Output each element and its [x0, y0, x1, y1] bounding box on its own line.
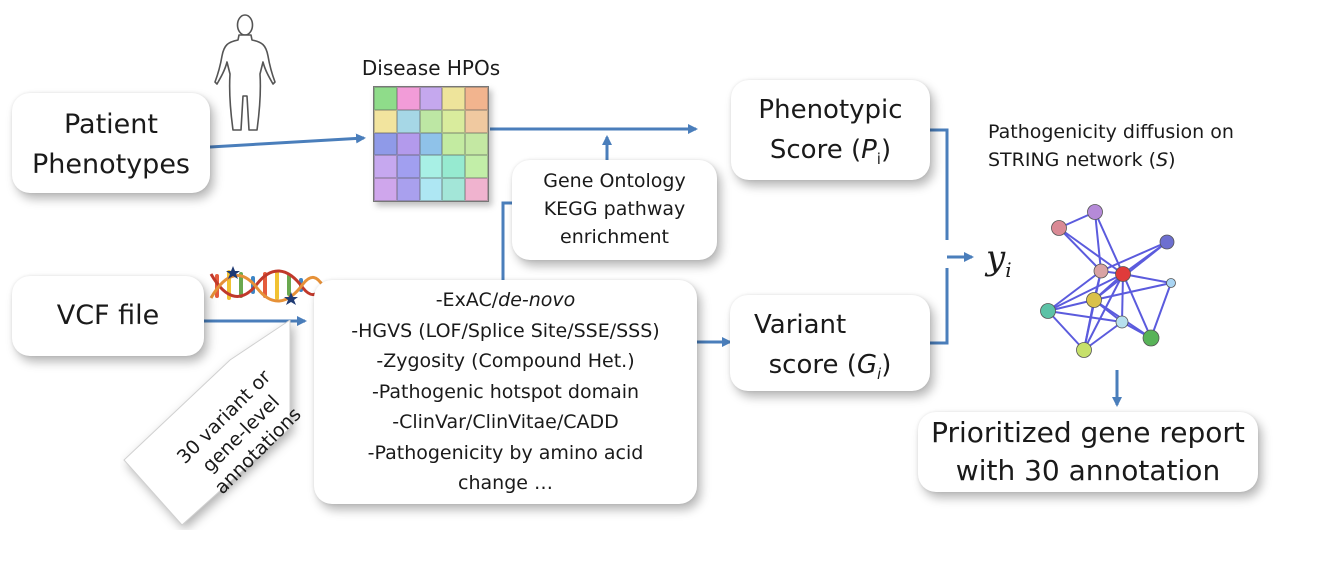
heatmap-cell: [419, 109, 443, 133]
heatmap-cell: [465, 178, 488, 201]
vcf-file-label: VCF file: [56, 300, 160, 331]
annotation-item: -ClinVar/ClinVitae/CADD: [392, 411, 619, 433]
heatmap-cell: [442, 109, 466, 133]
heatmap-cell: [442, 132, 466, 156]
annotations-arrow-shape: [123, 320, 291, 526]
annotation-item: -HGVS (LOF/Splice Site/SSE/SSS): [351, 319, 660, 342]
heatmap-cell: [396, 132, 420, 156]
heatmap-cell: [396, 155, 420, 179]
line-annotations-to-go: [501, 201, 512, 280]
heatmap-cell: [419, 178, 443, 201]
annotation-item: -Zygosity (Compound Het.): [376, 350, 635, 372]
annotation-item: -Pathogenic hotspot domain: [371, 380, 640, 403]
line-variant-to-y: [930, 268, 949, 345]
string-network-graphic: [1040, 204, 1176, 358]
dna-helix-icon: [209, 266, 325, 305]
annotations-list: -ExAC/de-novo -HGVS (LOF/Splice Site/SSE/…: [314, 285, 697, 499]
line-phenotypic-to-y: [930, 128, 949, 240]
phenotypic-score-box: Phenotypic Score (Pi): [731, 80, 930, 180]
combined-score-y: yi: [986, 238, 1012, 282]
prioritized-gene-report-box: Prioritized gene report with 30 annotati…: [918, 412, 1258, 492]
heatmap-cell: [419, 155, 443, 179]
prioritized-gene-report-label: Prioritized gene report with 30 annotati…: [931, 416, 1245, 487]
disease-hpos-title: Disease HPOs: [361, 56, 501, 80]
annotation-item: -Pathogenicity by amino acid: [367, 441, 644, 464]
human-silhouette-icon: [214, 14, 276, 131]
phenotypic-score-label: Phenotypic Score (Pi): [758, 95, 903, 169]
gene-ontology-box: Gene Ontology KEGG pathway enrichment: [512, 160, 717, 260]
disease-hpo-heatmap: [373, 86, 489, 202]
heatmap-cell: [396, 109, 420, 133]
heatmap-cell: [465, 132, 488, 156]
patient-phenotypes-label: Patient Phenotypes: [31, 109, 191, 180]
heatmap-cell: [396, 178, 420, 201]
heatmap-cell: [419, 87, 443, 110]
arrow-patient-to-hpo: [209, 133, 366, 149]
annotation-item: -ExAC/de-novo: [435, 289, 576, 311]
pathogenicity-diffusion-label: Pathogenicity diffusion on STRING networ…: [988, 121, 1234, 171]
variant-score-label: Variant score (Gi): [754, 310, 892, 384]
heatmap-cell: [374, 178, 397, 201]
patient-phenotypes-box: Patient Phenotypes: [12, 93, 210, 193]
heatmap-cell: [442, 87, 466, 110]
heatmap-cell: [442, 155, 466, 179]
heatmap-cell: [374, 87, 397, 110]
heatmap-cell: [465, 109, 488, 133]
annotation-item: change …: [458, 472, 553, 494]
heatmap-cell: [374, 155, 397, 179]
heatmap-cell: [374, 109, 397, 133]
heatmap-cell: [442, 178, 466, 201]
gene-ontology-label: Gene Ontology KEGG pathway enrichment: [543, 170, 686, 248]
heatmap-cell: [465, 155, 488, 179]
heatmap-cell: [374, 132, 397, 156]
annotations-list-box: -ExAC/de-novo -HGVS (LOF/Splice Site/SSE/…: [314, 280, 697, 504]
heatmap-cell: [396, 87, 420, 110]
heatmap-cell: [465, 87, 488, 110]
variant-score-box: Variant score (Gi): [730, 295, 930, 391]
vcf-file-box: VCF file: [12, 276, 204, 356]
heatmap-cell: [419, 132, 443, 156]
